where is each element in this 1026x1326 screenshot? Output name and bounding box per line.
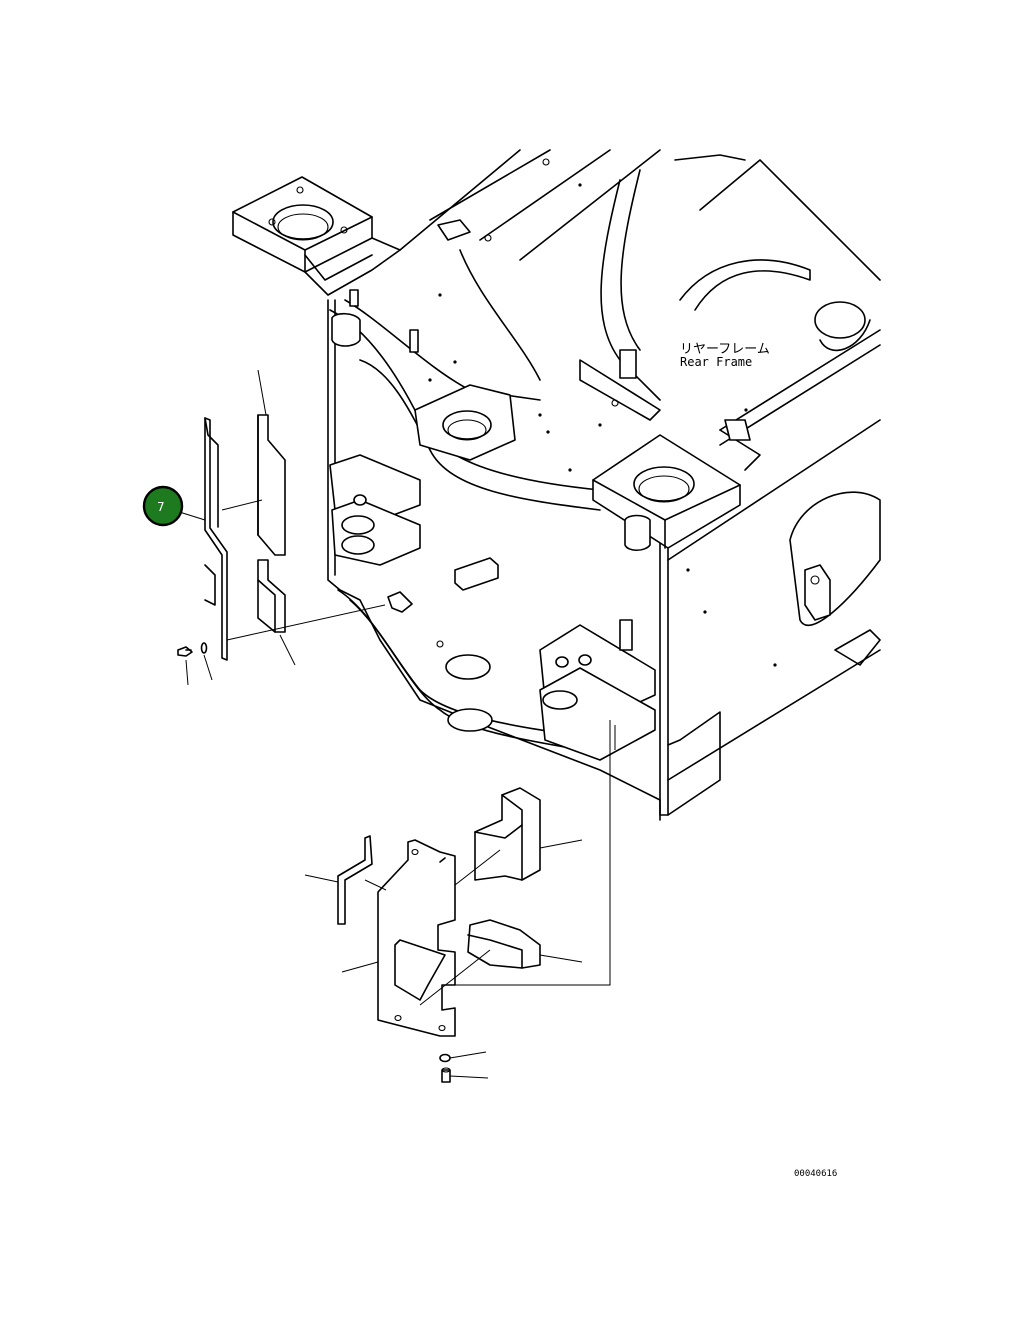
- lower-parts: [304, 720, 616, 1083]
- rear-frame-label-en: Rear Frame: [680, 355, 752, 369]
- clip-connector: [387, 591, 413, 613]
- upper-left-parts: [172, 369, 386, 686]
- callout-7[interactable]: 7: [142, 485, 184, 527]
- callout-number: 7: [157, 500, 165, 514]
- drawing-reference-number: 00040616: [794, 1169, 837, 1179]
- rear-frame: [232, 149, 881, 821]
- callout-circle[interactable]: [142, 485, 184, 527]
- rear-frame-label-jp: リヤーフレーム: [680, 342, 770, 357]
